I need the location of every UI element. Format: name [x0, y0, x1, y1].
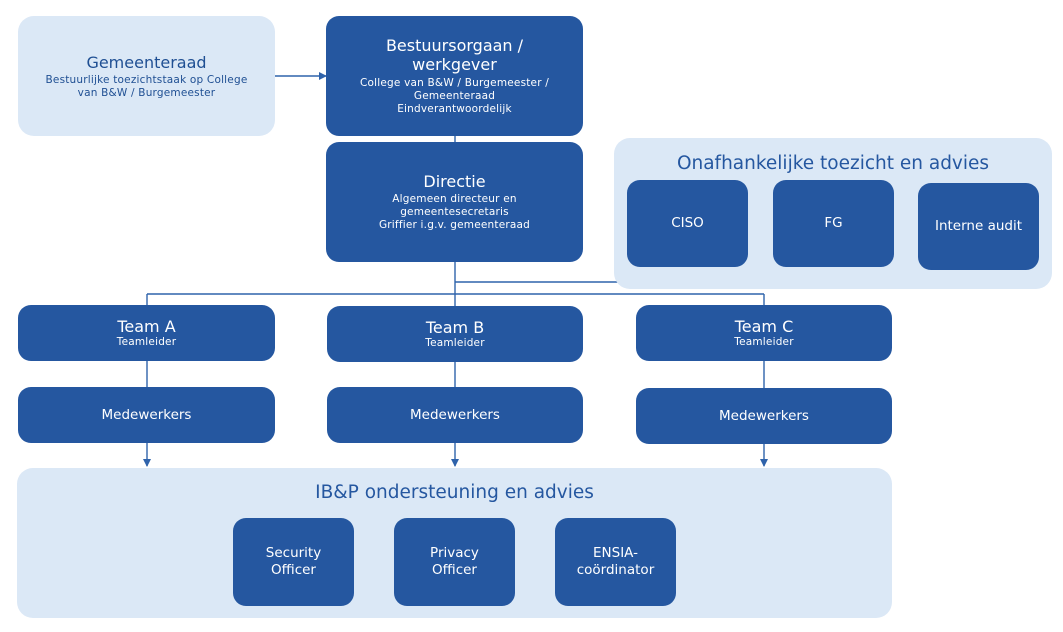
- team-b-medewerkers-box: Medewerkers: [327, 387, 583, 443]
- bestuursorgaan-line-1: College van B&W / Burgemeester /: [359, 77, 550, 89]
- gemeenteraad-box: Gemeenteraad Bestuurlijke toezichtstaak …: [18, 16, 275, 136]
- privacy-officer-box: Privacy Officer: [394, 518, 515, 606]
- ciso-box: CISO: [627, 180, 748, 267]
- gemeenteraad-line-2: van B&W / Burgemeester: [77, 86, 216, 99]
- team-c-medewerkers-box: Medewerkers: [636, 388, 892, 444]
- gemeenteraad-title: Gemeenteraad: [86, 52, 207, 72]
- fg-box: FG: [773, 180, 894, 267]
- directie-line-3: Griffier i.g.v. gemeenteraad: [378, 219, 531, 231]
- security-officer-line-2: Officer: [271, 562, 316, 578]
- team-b-role: Teamleider: [425, 337, 485, 349]
- ensia-coordinator-line-2: coördinator: [576, 562, 655, 578]
- gemeenteraad-line-1: Bestuurlijke toezichtstaak op College: [45, 73, 248, 86]
- toezicht-title: Onafhankelijke toezicht en advies: [676, 153, 990, 174]
- team-c-box: Team C Teamleider: [636, 305, 892, 361]
- team-a-name: Team A: [117, 317, 176, 336]
- directie-box: Directie Algemeen directeur en gemeentes…: [326, 142, 583, 262]
- directie-title: Directie: [423, 172, 486, 191]
- ciso-label: CISO: [671, 215, 704, 231]
- bestuursorgaan-line-3: Eindverantwoordelijk: [397, 103, 512, 115]
- bestuursorgaan-title-2: werkgever: [412, 55, 497, 74]
- team-b-box: Team B Teamleider: [327, 306, 583, 362]
- team-a-medewerkers-label: Medewerkers: [101, 406, 192, 423]
- team-c-name: Team C: [734, 317, 794, 336]
- team-c-role: Teamleider: [734, 336, 794, 348]
- ensia-coordinator-box: ENSIA- coördinator: [555, 518, 676, 606]
- privacy-officer-line-1: Privacy: [430, 545, 479, 561]
- bestuursorgaan-box: Bestuursorgaan / werkgever College van B…: [326, 16, 583, 136]
- team-b-medewerkers-label: Medewerkers: [410, 406, 500, 423]
- security-officer-box: Security Officer: [233, 518, 354, 606]
- fg-label: FG: [824, 215, 843, 231]
- directie-line-2: gemeentesecretaris: [400, 206, 509, 218]
- team-a-medewerkers-box: Medewerkers: [18, 387, 275, 443]
- team-a-box: Team A Teamleider: [18, 305, 275, 361]
- bestuursorgaan-line-2: Gemeenteraad: [413, 90, 496, 102]
- interne-audit-label: Interne audit: [934, 218, 1023, 234]
- directie-line-1: Algemeen directeur en: [392, 193, 517, 205]
- team-a-role: Teamleider: [116, 336, 177, 348]
- privacy-officer-line-2: Officer: [432, 562, 477, 578]
- ensia-coordinator-line-1: ENSIA-: [593, 545, 638, 561]
- team-c-medewerkers-label: Medewerkers: [719, 407, 809, 424]
- team-b-name: Team B: [425, 318, 485, 337]
- bestuursorgaan-title-1: Bestuursorgaan /: [385, 36, 524, 55]
- ibp-title: IB&P ondersteuning en advies: [315, 482, 594, 503]
- interne-audit-box: Interne audit: [918, 183, 1039, 270]
- security-officer-line-1: Security: [265, 545, 322, 561]
